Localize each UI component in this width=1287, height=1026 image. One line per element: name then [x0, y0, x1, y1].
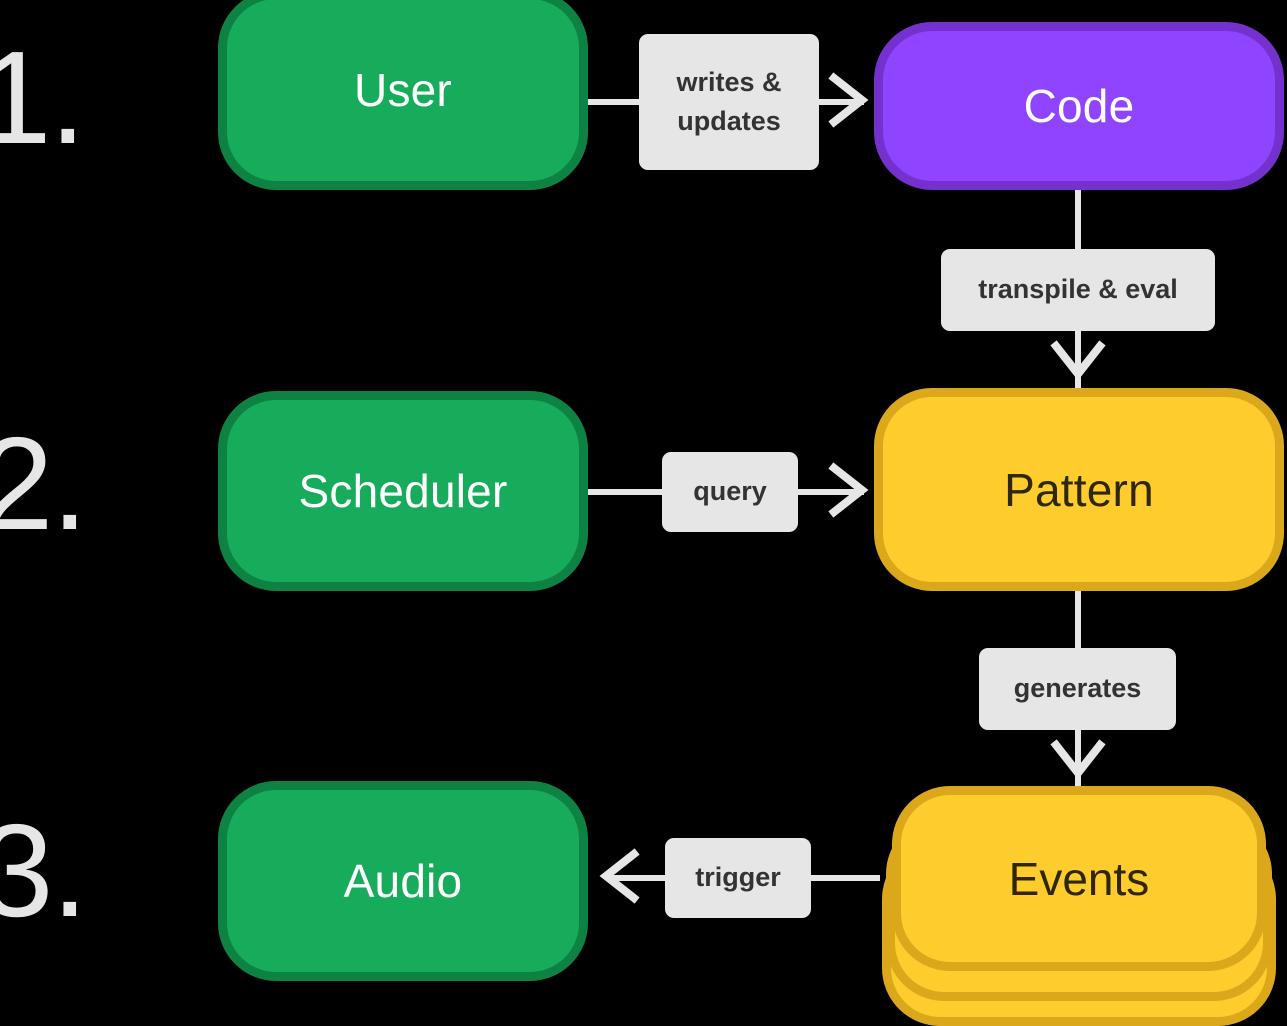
connector-scheduler-pattern-right — [794, 489, 864, 495]
node-user-label: User — [354, 64, 452, 116]
connector-events-audio-left — [608, 875, 668, 881]
arrowhead-events-audio-icon — [599, 848, 640, 904]
arrowhead-scheduler-pattern-icon — [828, 462, 869, 518]
node-pattern-label: Pattern — [1004, 463, 1154, 516]
connector-pattern-events-top — [1075, 589, 1081, 653]
connector-code-pattern-top — [1075, 188, 1081, 254]
edge-label-trigger: trigger — [665, 838, 811, 918]
connector-user-code-left — [588, 99, 644, 105]
node-code[interactable]: Code — [874, 22, 1284, 190]
edge-label-query: query — [662, 452, 798, 532]
node-audio[interactable]: Audio — [218, 781, 588, 981]
node-events-stack-layer-front: Events — [892, 786, 1266, 971]
node-scheduler[interactable]: Scheduler — [218, 391, 588, 591]
node-audio-label: Audio — [343, 855, 463, 907]
node-events-label: Events — [1008, 852, 1150, 905]
connector-code-pattern-bottom — [1075, 326, 1081, 388]
arrowhead-pattern-events-icon — [1050, 739, 1106, 780]
connector-pattern-events-bottom — [1075, 725, 1081, 787]
node-code-label: Code — [1023, 80, 1135, 132]
node-user[interactable]: User — [218, 0, 588, 190]
step-number-1: 1. — [0, 24, 86, 171]
step-number-2: 2. — [0, 410, 88, 557]
step-number-3: 3. — [0, 797, 88, 944]
connector-events-audio-right — [807, 875, 880, 881]
edge-label-transpile-eval: transpile & eval — [941, 249, 1215, 331]
edge-label-generates: generates — [979, 648, 1176, 730]
node-scheduler-label: Scheduler — [298, 465, 508, 517]
node-events[interactable]: Events — [874, 786, 1284, 1026]
arrowhead-user-code-icon — [828, 72, 869, 128]
connector-scheduler-pattern-left — [588, 489, 668, 495]
arrowhead-code-pattern-icon — [1050, 340, 1106, 381]
connector-user-code-right — [814, 99, 864, 105]
node-pattern[interactable]: Pattern — [874, 388, 1284, 591]
edge-label-writes-updates: writes & updates — [639, 34, 819, 170]
